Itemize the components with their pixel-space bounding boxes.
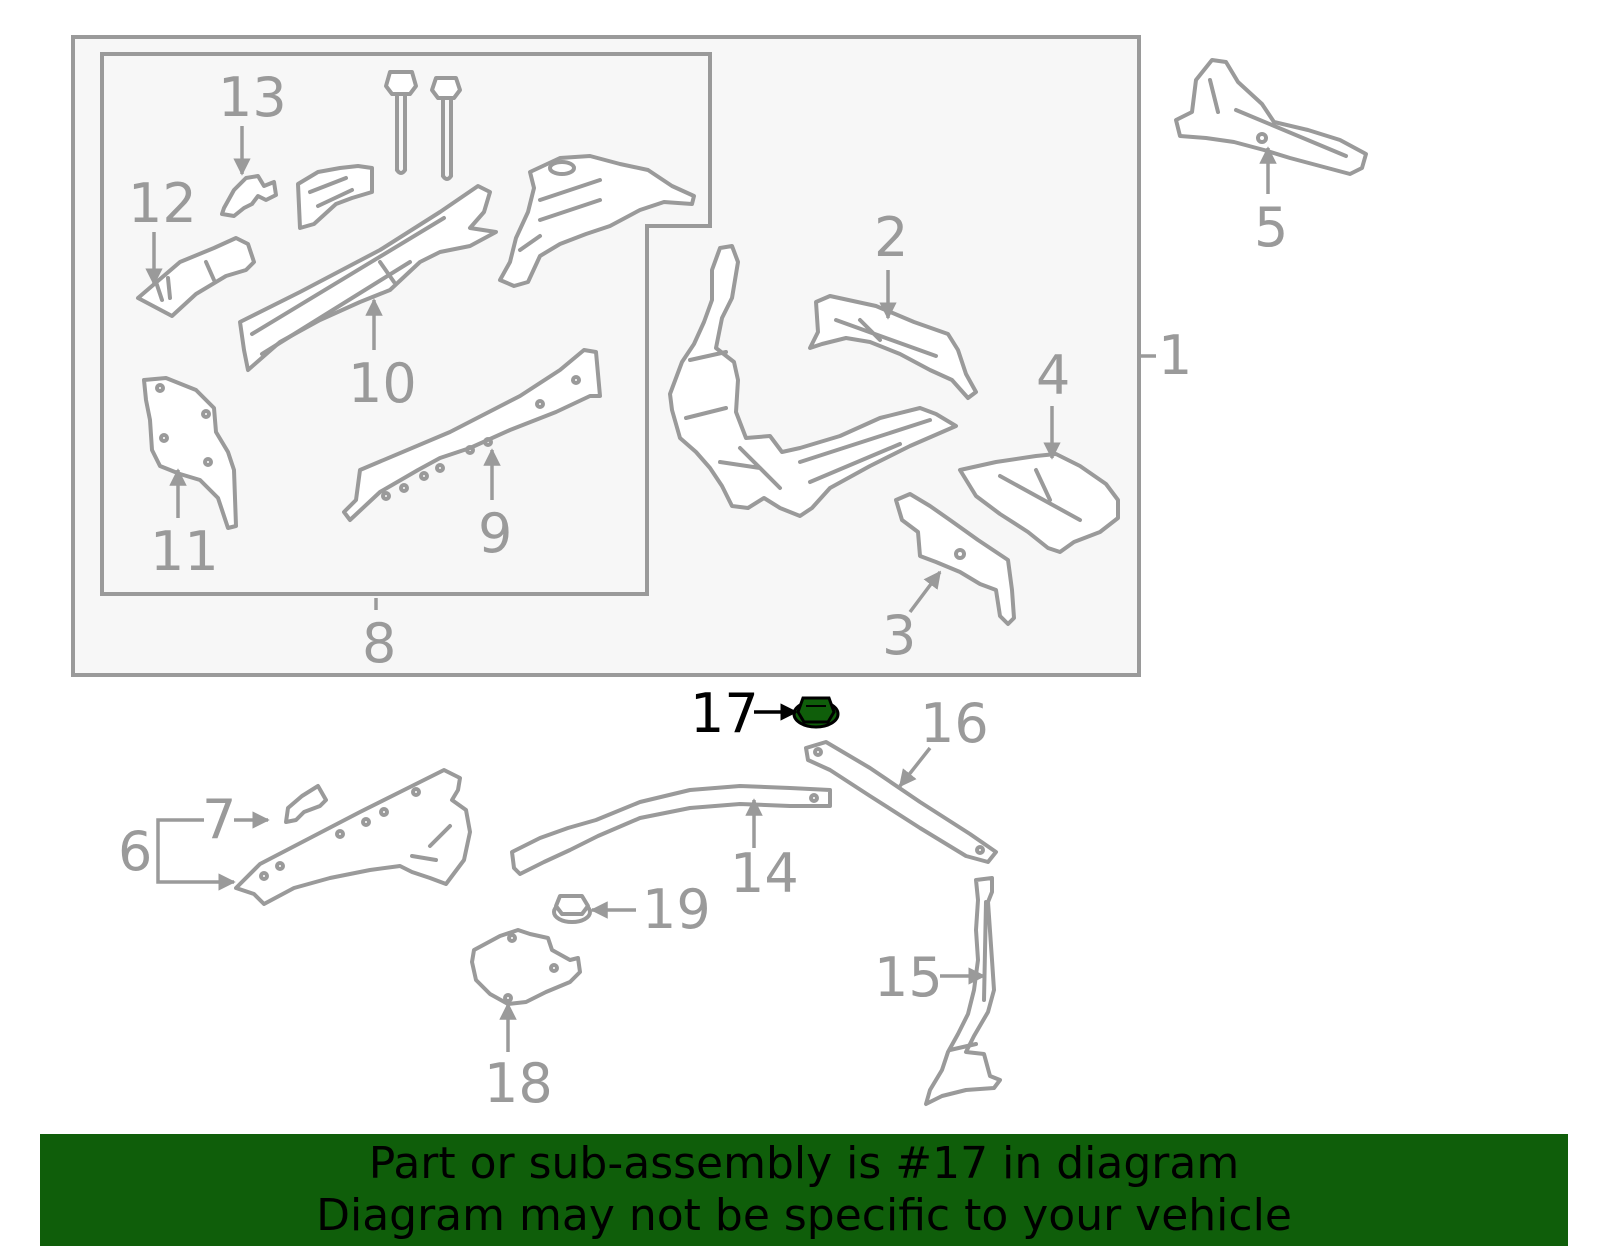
label-17: 17 xyxy=(690,682,759,745)
label-19: 19 xyxy=(642,878,711,941)
part-12-shape[interactable] xyxy=(136,236,256,318)
part-13-shape[interactable] xyxy=(220,174,278,218)
part-17-shape[interactable] xyxy=(792,696,840,729)
label-3: 3 xyxy=(882,604,916,667)
front-structure-shape[interactable] xyxy=(498,154,696,288)
label-2: 2 xyxy=(874,206,908,269)
part-2-shape[interactable] xyxy=(808,294,978,400)
part-9-shape[interactable] xyxy=(342,348,602,522)
part-5-shape[interactable] xyxy=(1174,58,1368,176)
label-5: 5 xyxy=(1254,196,1288,259)
label-15: 15 xyxy=(874,946,943,1009)
part-16-shape[interactable] xyxy=(804,740,998,864)
label-11: 11 xyxy=(150,520,219,583)
bolt-shapes[interactable] xyxy=(384,70,462,181)
label-9: 9 xyxy=(478,502,512,565)
label-10: 10 xyxy=(348,352,417,415)
part-11-shape[interactable] xyxy=(142,376,238,530)
main-structure-shape[interactable] xyxy=(668,244,958,518)
part-19-shape[interactable] xyxy=(552,894,592,924)
label-6: 6 xyxy=(118,820,152,883)
info-banner: Part or sub-assembly is #17 in diagram D… xyxy=(40,1134,1568,1246)
part-7-shape[interactable] xyxy=(284,784,328,824)
label-8: 8 xyxy=(362,612,396,675)
label-12: 12 xyxy=(128,172,197,235)
label-7: 7 xyxy=(202,788,236,851)
label-4: 4 xyxy=(1036,344,1070,407)
label-13: 13 xyxy=(218,66,287,129)
banner-line-1: Part or sub-assembly is #17 in diagram xyxy=(368,1138,1240,1189)
label-14: 14 xyxy=(730,842,799,905)
label-16: 16 xyxy=(920,692,989,755)
part-10-shape[interactable] xyxy=(238,184,498,372)
label-1: 1 xyxy=(1158,324,1192,387)
label-18: 18 xyxy=(484,1052,553,1115)
bracket-shape[interactable] xyxy=(296,164,374,230)
part-3-shape[interactable] xyxy=(894,492,1016,626)
part-6-shape[interactable] xyxy=(234,768,472,906)
part-14-shape[interactable] xyxy=(510,784,832,876)
banner-line-2: Diagram may not be specific to your vehi… xyxy=(316,1190,1292,1241)
part-18-shape[interactable] xyxy=(470,928,582,1006)
leader-lines xyxy=(145,126,1277,1052)
